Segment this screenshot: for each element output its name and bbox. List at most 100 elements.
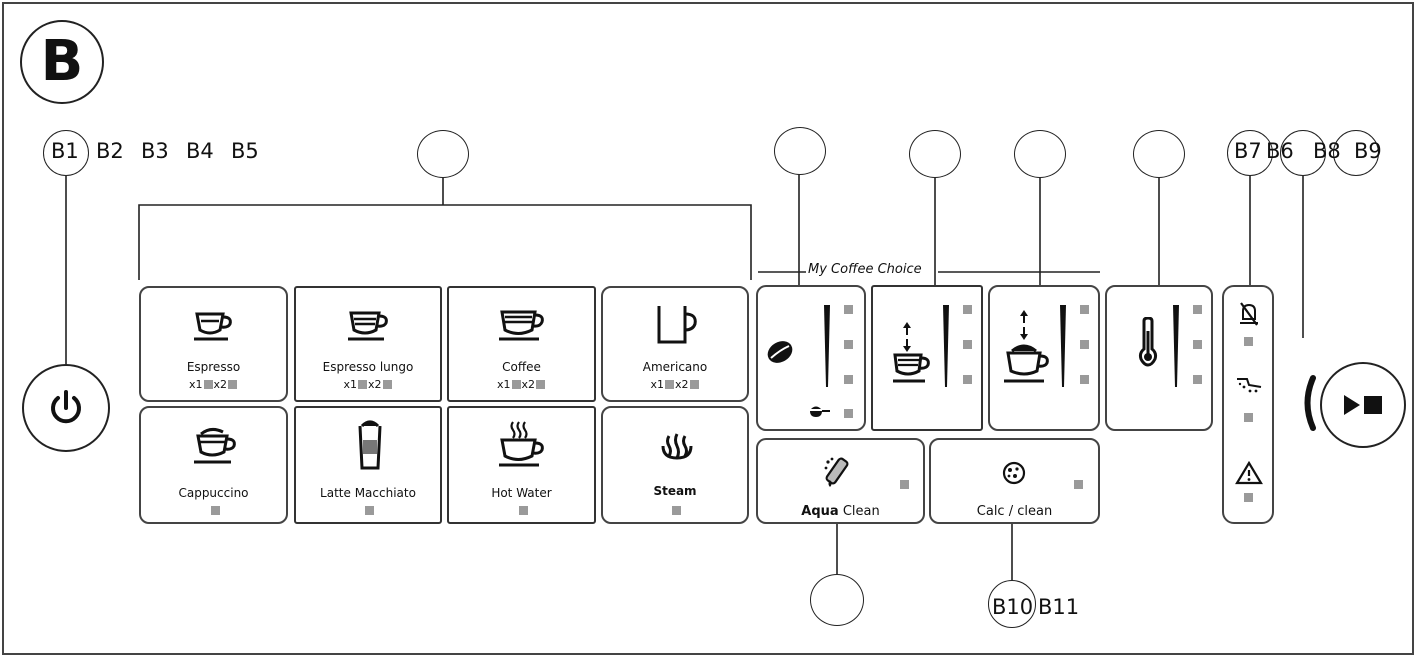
callout-b9-label: B9 — [1354, 139, 1382, 163]
milk-volume-button[interactable] — [988, 285, 1100, 431]
callout-volume-circle — [909, 130, 961, 178]
callout-b2-label: B2 — [96, 139, 124, 163]
callout-b10-circle — [988, 580, 1036, 628]
grounds-container-icon — [1237, 378, 1262, 393]
volume-led-1 — [963, 305, 972, 314]
drink-label: Steam — [653, 484, 697, 498]
callout-strength-circle — [774, 127, 826, 175]
calc-clean-led — [1074, 480, 1083, 489]
aqua-clean-label: Aqua Clean — [801, 504, 880, 519]
callout-b7-circle — [1227, 130, 1273, 176]
drink-label: Espresso — [186, 360, 241, 374]
milk-led-3 — [1080, 375, 1089, 384]
drink-led — [672, 506, 681, 515]
temperature-led-2 — [1193, 340, 1202, 349]
grounds-container-led — [1244, 413, 1253, 422]
callout-b8-label: B8 — [1313, 139, 1341, 163]
volume-led-2 — [963, 340, 972, 349]
callout-milk-circle — [1014, 130, 1066, 178]
drink-label: Espresso lungo — [322, 360, 414, 374]
coffee-cup-icon — [499, 310, 544, 341]
callout-aqua-circle — [810, 574, 864, 626]
aqua-clean-led — [900, 480, 909, 489]
warning-led — [1244, 493, 1253, 502]
strength-led-1 — [844, 305, 853, 314]
ground-coffee-led — [844, 409, 853, 418]
drink-button-latte-macchiato[interactable]: Latte Macchiato — [294, 406, 442, 524]
drink-led — [519, 506, 528, 515]
espresso-cup-icon — [194, 312, 232, 341]
milk-scale-icon — [1060, 305, 1066, 387]
no-grounds-led — [1244, 337, 1253, 346]
play-stop-icon — [1344, 395, 1382, 415]
callout-b11-label: B11 — [1038, 595, 1080, 619]
callout-drinks-circle — [417, 130, 469, 178]
strength-scale-icon — [824, 305, 830, 387]
latte-glass-icon — [358, 420, 382, 470]
strength-led-3 — [844, 375, 853, 384]
coffee-bean-icon — [767, 341, 793, 363]
panel-letter-circle — [20, 20, 104, 104]
callout-b10-label: B10 — [992, 595, 1034, 619]
milk-led-2 — [1080, 340, 1089, 349]
callout-b5-label: B5 — [231, 139, 259, 163]
drink-label: Cappuccino — [178, 486, 249, 500]
thermometer-icon — [1138, 317, 1158, 367]
warning-icon — [1235, 461, 1263, 485]
hot-water-cup-icon — [499, 421, 544, 467]
callout-b6-label: B6 — [1266, 139, 1294, 163]
drink-label: Americano — [642, 360, 708, 374]
calc-clean-button[interactable]: Calc / clean — [929, 438, 1100, 524]
temperature-button[interactable] — [1105, 285, 1213, 431]
no-grounds-icon — [1240, 302, 1258, 326]
callout-b6-circle — [1280, 130, 1326, 176]
strength-button[interactable] — [756, 285, 866, 431]
temperature-led-1 — [1193, 305, 1202, 314]
drink-led — [211, 506, 220, 515]
drink-button-steam[interactable]: Steam — [601, 406, 749, 524]
steam-icon — [661, 433, 693, 460]
drink-label: Latte Macchiato — [320, 486, 416, 500]
start-stop-button[interactable] — [1320, 362, 1406, 448]
espresso-lungo-cup-icon — [348, 311, 388, 341]
panel-letter: B — [40, 29, 84, 94]
drink-led — [365, 506, 374, 515]
drink-button-hot-water[interactable]: Hot Water — [447, 406, 596, 524]
temperature-scale-icon — [1173, 305, 1179, 387]
aqua-clean-button[interactable]: Aqua Clean — [756, 438, 925, 524]
volume-led-3 — [963, 375, 972, 384]
milk-volume-icon — [1004, 310, 1049, 383]
temperature-led-3 — [1193, 375, 1202, 384]
milk-led-1 — [1080, 305, 1089, 314]
drink-label: Hot Water — [491, 486, 552, 500]
callout-temperature-circle — [1133, 130, 1185, 178]
drink-label: Coffee — [502, 360, 541, 374]
callout-b7-label: B7 — [1234, 139, 1262, 163]
volume-button[interactable] — [871, 285, 983, 431]
group-label: My Coffee Choice — [808, 262, 922, 277]
ground-coffee-scoop-icon — [800, 406, 830, 417]
callout-b9-circle — [1333, 130, 1379, 176]
americano-mug-icon — [657, 306, 697, 344]
power-icon — [51, 390, 81, 424]
drink-button-cappuccino[interactable]: Cappuccino — [139, 406, 288, 524]
callout-b4-label: B4 — [186, 139, 214, 163]
strength-led-2 — [844, 340, 853, 349]
status-indicator-panel — [1222, 285, 1274, 524]
calc-clean-label: Calc / clean — [976, 504, 1053, 519]
callout-b1-circle — [43, 130, 89, 176]
cappuccino-cup-icon — [194, 427, 236, 464]
calc-clean-icon — [1002, 461, 1026, 485]
cup-volume-icon — [893, 322, 930, 383]
volume-scale-icon — [943, 305, 949, 387]
